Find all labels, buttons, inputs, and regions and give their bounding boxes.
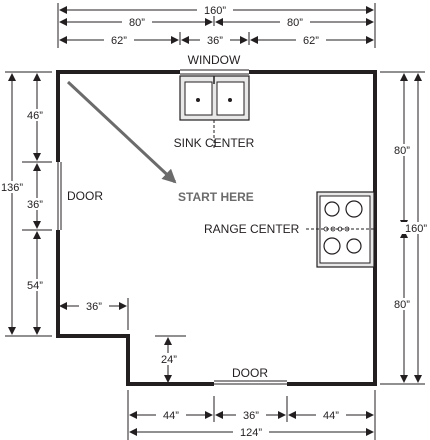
right-bottom-text: 80” (394, 299, 410, 311)
left-door-text: 36” (27, 199, 43, 211)
top-left-seg-text: 62” (111, 35, 127, 47)
notch-depth-text: 24” (161, 354, 177, 366)
bottom-total-text: 124” (240, 427, 262, 439)
left-dimension-lines (5, 71, 52, 337)
sink-center-label: SINK CENTER (174, 136, 255, 150)
window-opening (180, 69, 249, 75)
top-dimension-lines (57, 3, 376, 48)
window-width-text: 36” (207, 35, 223, 47)
top-half-right-text: 80” (287, 17, 303, 29)
notch-dimension-lines (127, 298, 186, 337)
top-half-left-text: 80” (129, 17, 145, 29)
top-total-text: 160” (204, 5, 226, 17)
left-top-text: 46” (27, 110, 43, 122)
bottom-right-seg-text: 44” (323, 410, 339, 422)
four-burner-range-icon (316, 191, 375, 268)
right-top-text: 80” (394, 145, 410, 157)
top-right-seg-text: 62” (303, 35, 319, 47)
range-center-label: RANGE CENTER (204, 222, 300, 236)
right-dimension-lines (380, 71, 425, 385)
bottom-door-text: 36” (243, 410, 259, 422)
right-total-text: 160” (405, 223, 427, 235)
door-bottom-label: DOOR (232, 366, 268, 380)
double-sink-icon (179, 75, 250, 121)
left-bottom-text: 54” (27, 280, 43, 292)
left-total-text: 136” (1, 182, 23, 194)
start-arrow-icon (66, 80, 177, 184)
door-left-label: DOOR (67, 189, 103, 203)
window-label: WINDOW (188, 53, 241, 67)
room-walls (56, 70, 377, 386)
bottom-left-seg-text: 44” (163, 410, 179, 422)
bottom-dimension-lines (127, 390, 376, 440)
notch-width-text: 36” (86, 301, 102, 313)
start-here-label: START HERE (178, 190, 254, 204)
